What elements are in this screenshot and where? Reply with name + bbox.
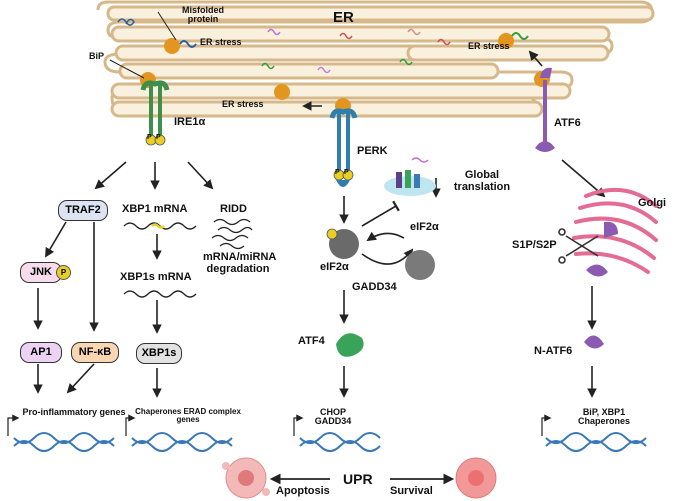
xbp1-mrna-strand bbox=[123, 222, 197, 298]
phospho-label-perk-b: P bbox=[344, 169, 349, 176]
golgi-icon bbox=[572, 188, 658, 274]
transcription-start-arrows bbox=[7, 414, 552, 436]
dna-helix-icons bbox=[13, 432, 647, 452]
misfolded-protein-icons bbox=[117, 18, 451, 74]
n-atf6-label: N-ATF6 bbox=[534, 345, 573, 357]
pro-inflammatory-genes-label: Pro-inflammatory genes bbox=[22, 407, 126, 417]
atf6-cleaved-icon bbox=[586, 264, 608, 277]
survival-cell-icon bbox=[455, 457, 497, 499]
ap1-node: AP1 bbox=[20, 342, 62, 363]
nfkb-node: NF-κB bbox=[71, 342, 119, 363]
traf2-node: TRAF2 bbox=[58, 200, 108, 221]
ire1a-receptor bbox=[140, 80, 170, 146]
phospho-label-perk-a: P bbox=[335, 169, 340, 176]
er-stress-label-2: ER stress bbox=[222, 99, 264, 109]
er-membrane bbox=[96, 0, 655, 118]
phospho-label-ire1-b: P bbox=[156, 134, 161, 141]
n-atf6-icon bbox=[584, 335, 604, 349]
atf4-icon bbox=[336, 333, 364, 357]
atf6-label: ATF6 bbox=[554, 117, 581, 129]
survival-label: Survival bbox=[390, 485, 433, 497]
er-stress-label-1: ER stress bbox=[200, 37, 242, 47]
xbp1s-node: XBP1s bbox=[136, 343, 182, 364]
atf6-receptor bbox=[535, 67, 555, 152]
apoptosis-cell-icon bbox=[222, 457, 270, 499]
ridd-label: RIDD bbox=[220, 203, 247, 215]
chop-gadd34-label: CHOP GADD34 bbox=[314, 407, 352, 427]
chaperones-erad-label: Chaperones ERAD complex genes bbox=[135, 407, 241, 425]
eif2a-label: eIF2α bbox=[410, 221, 439, 233]
ridd-degradation-strands bbox=[211, 218, 253, 250]
perk-label: PERK bbox=[357, 145, 388, 157]
eif2a-icon bbox=[326, 228, 435, 280]
ire1-branch-arrows bbox=[33, 161, 214, 398]
jnk-phospho-badge: P bbox=[56, 265, 71, 280]
apoptosis-label: Apoptosis bbox=[276, 485, 330, 497]
bip-xbp1-chaperones-label: BiP, XBP1 Chaperones bbox=[577, 407, 630, 427]
er-stress-label-3: ER stress bbox=[468, 41, 510, 51]
jnk-node: JNK bbox=[20, 262, 62, 283]
xbp1s-mrna-label: XBP1s mRNA bbox=[120, 271, 192, 283]
atf4-label: ATF4 bbox=[298, 335, 325, 347]
misfolded-protein-label: Misfolded protein bbox=[182, 5, 224, 25]
mrna-mirna-degradation-label: mRNA/miRNA degradation bbox=[203, 251, 277, 275]
atf6-branch-arrows bbox=[561, 159, 606, 398]
golgi-label: Golgi bbox=[638, 197, 667, 209]
bip-label: BiP bbox=[89, 51, 105, 61]
er-label: ER bbox=[333, 9, 354, 26]
eif2a-p-label: eIF2α bbox=[320, 261, 349, 273]
perk-receptor bbox=[329, 108, 358, 187]
s1p-s2p-label: S1P/S2P bbox=[512, 239, 557, 251]
ribosome-icon bbox=[384, 157, 436, 196]
upr-label: UPR bbox=[343, 471, 373, 487]
xbp1-mrna-label: XBP1 mRNA bbox=[122, 203, 188, 215]
gadd34-label: GADD34 bbox=[352, 281, 397, 293]
er-stress-arrows bbox=[302, 50, 543, 111]
scissors-icon bbox=[558, 228, 599, 264]
phospho-label-ire1-a: P bbox=[147, 134, 152, 141]
atf6-in-golgi-icon bbox=[604, 221, 618, 238]
perk-branch-arrows bbox=[339, 178, 441, 398]
global-translation-label: Global translation bbox=[453, 169, 511, 193]
ire1a-label: IRE1α bbox=[174, 116, 206, 128]
